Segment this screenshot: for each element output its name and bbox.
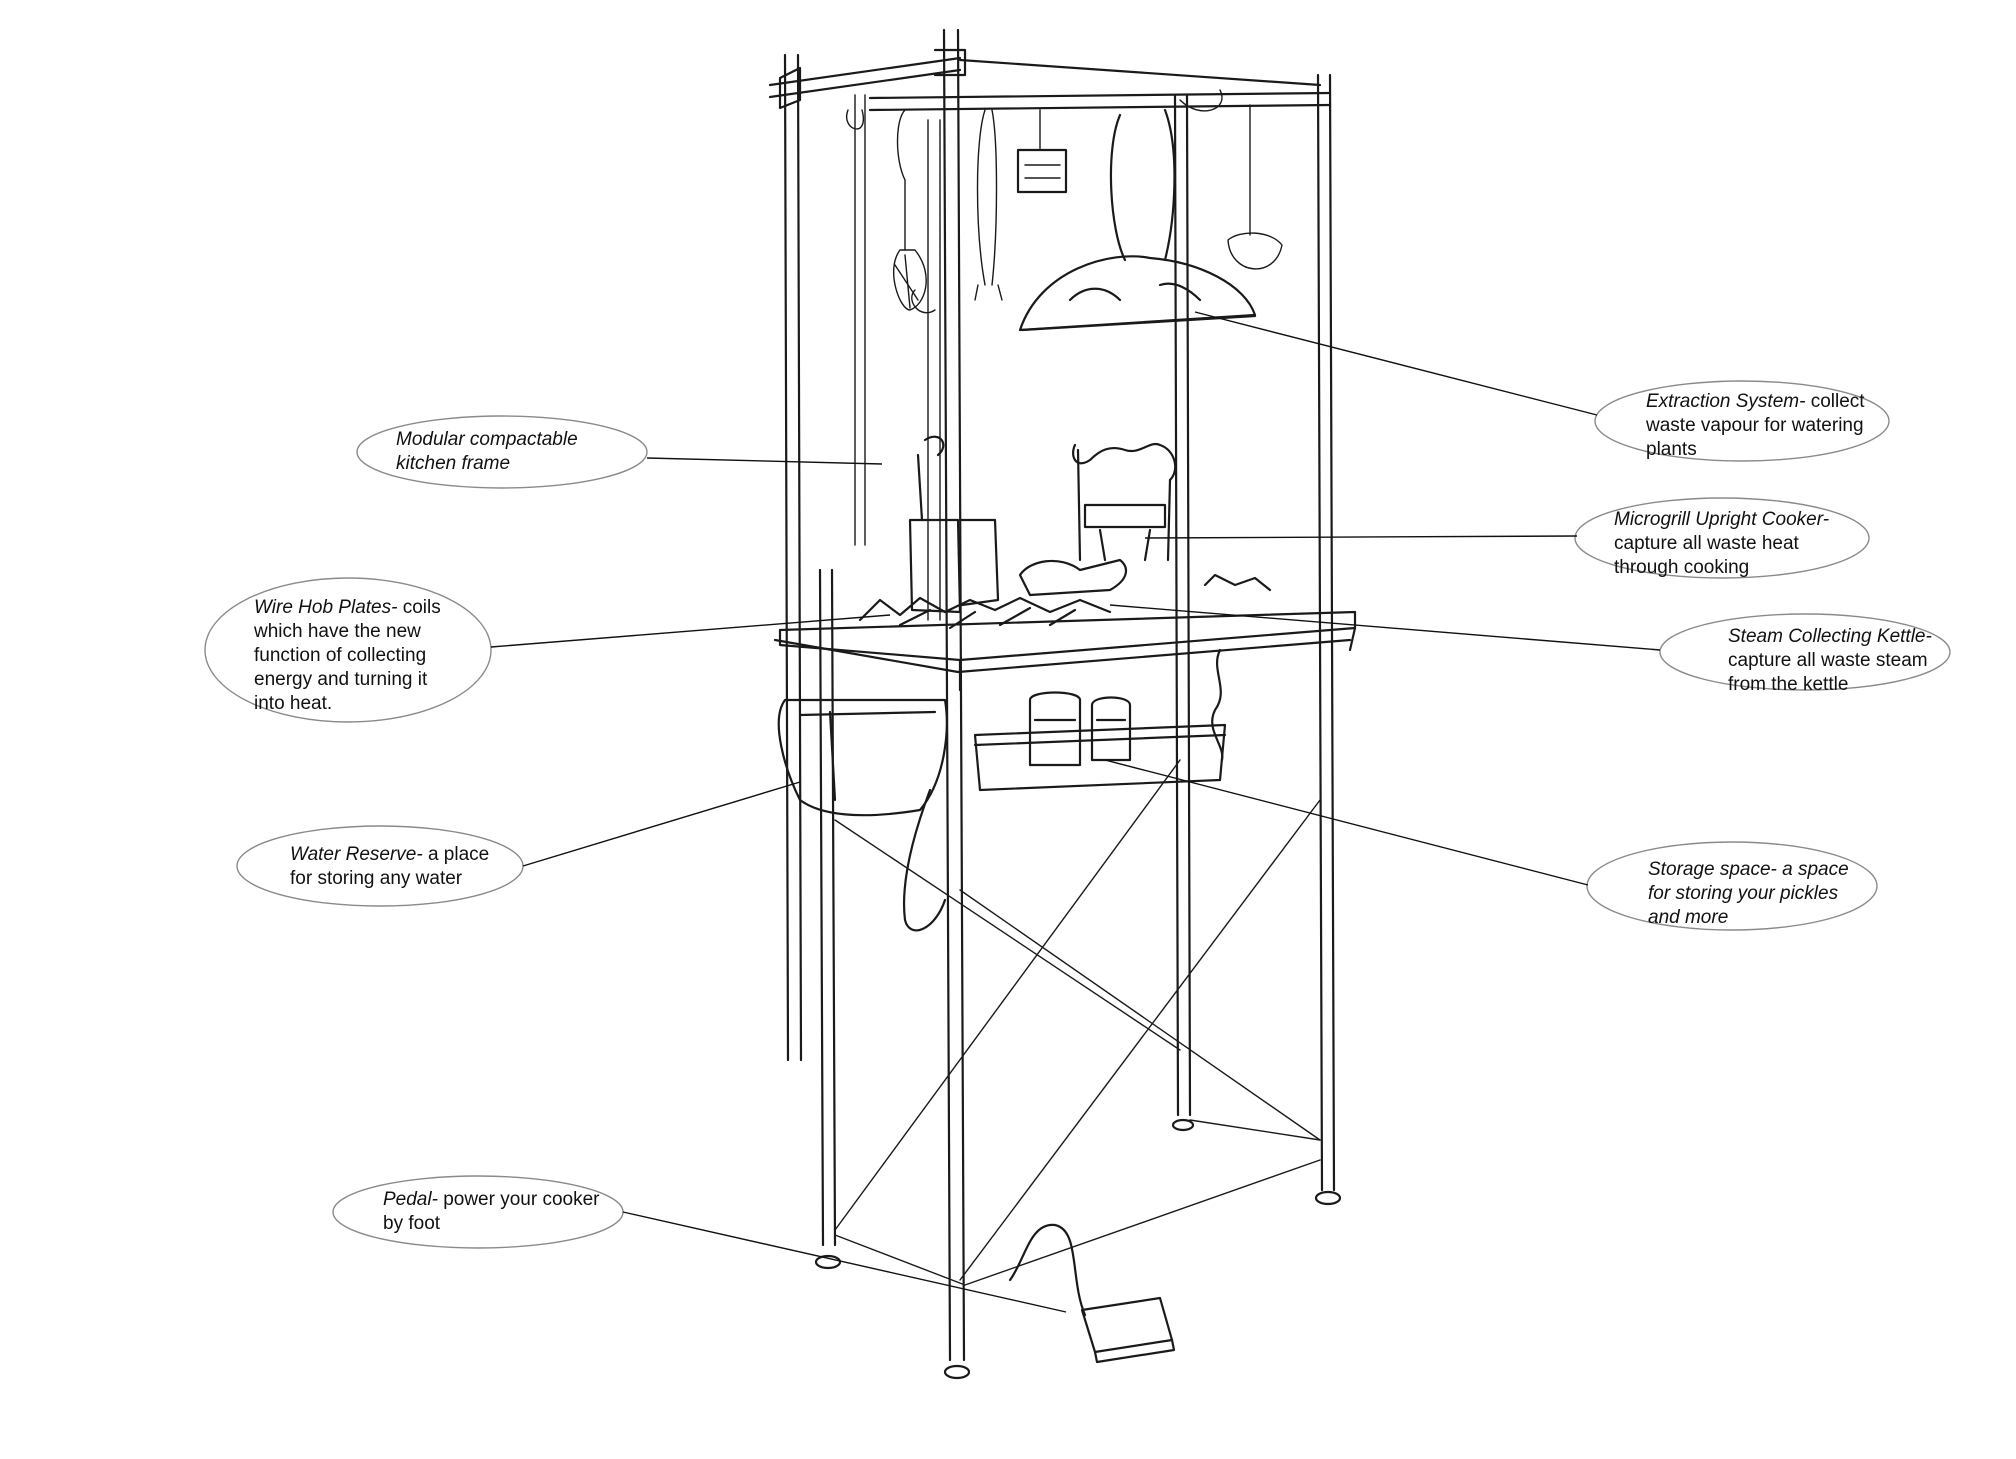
label-extraction-line1: Extraction System- collect [1646, 391, 1865, 412]
hanging-utensils [845, 89, 1283, 621]
label-microgrill-line2: capture all waste heat [1614, 533, 1799, 554]
label-wire-hob-line1: Wire Hob Plates- coils [254, 597, 441, 618]
label-wire-hob-line2: which have the new [254, 621, 421, 642]
label-wire-hob-plates: Wire Hob Plates- coils which have the ne… [254, 596, 441, 716]
label-steam-kettle-line1: Steam Collecting Kettle- [1728, 626, 1932, 647]
frame-uprights [783, 28, 1336, 1362]
label-modular-frame: Modular compactable kitchen frame [396, 428, 578, 476]
extraction-hood [1018, 108, 1257, 332]
pedal-device [1008, 1223, 1176, 1364]
callout-bubbles [204, 380, 1951, 1249]
leader-lines [490, 311, 1661, 1313]
kettle-and-jugs [908, 435, 1272, 614]
label-wire-hob-line4: energy and turning it [254, 669, 428, 690]
label-pedal-line1: Pedal- power your cooker [383, 1189, 600, 1210]
label-steam-kettle-line3: from the kettle [1728, 674, 1849, 695]
countertop [773, 596, 1357, 692]
label-modular-frame-line1: Modular compactable [396, 429, 578, 450]
label-extraction-line2: waste vapour for watering [1646, 415, 1864, 436]
label-microgrill-cooker: Microgrill Upright Cooker- capture all w… [1614, 508, 1829, 580]
frame-feet [814, 1118, 1342, 1380]
water-reserve-bag [777, 698, 948, 932]
label-wire-hob-line3: function of collecting [254, 645, 427, 666]
microgrill-cooker [1072, 442, 1177, 562]
label-water-reserve: Water Reserve- a place for storing any w… [290, 843, 489, 891]
label-pedal: Pedal- power your cooker by foot [383, 1188, 600, 1236]
label-steam-kettle: Steam Collecting Kettle- capture all was… [1728, 625, 1932, 697]
label-extraction-line3: plants [1646, 439, 1697, 460]
label-microgrill-line1: Microgrill Upright Cooker- [1614, 509, 1830, 530]
storage-tray [973, 648, 1227, 792]
label-steam-kettle-line2: capture all waste steam [1728, 650, 1928, 671]
frame-top-rails [768, 48, 1332, 112]
label-wire-hob-line5: into heat. [254, 693, 333, 714]
label-water-reserve-line1: Water Reserve- a place [290, 844, 490, 865]
label-storage-space: Storage space- a space for storing your … [1648, 858, 1849, 930]
cross-bracing [834, 759, 1321, 1286]
label-water-reserve-line2: for storing any water [290, 868, 463, 889]
label-storage-line2: for storing your pickles [1648, 883, 1839, 904]
label-storage-line1: Storage space- a space [1648, 859, 1849, 880]
label-storage-line3: and more [1648, 907, 1729, 928]
label-pedal-line2: by foot [383, 1213, 441, 1234]
label-modular-frame-line2: kitchen frame [396, 453, 511, 474]
label-extraction-system: Extraction System- collect waste vapour … [1646, 390, 1865, 462]
label-microgrill-line3: through cooking [1614, 557, 1750, 578]
